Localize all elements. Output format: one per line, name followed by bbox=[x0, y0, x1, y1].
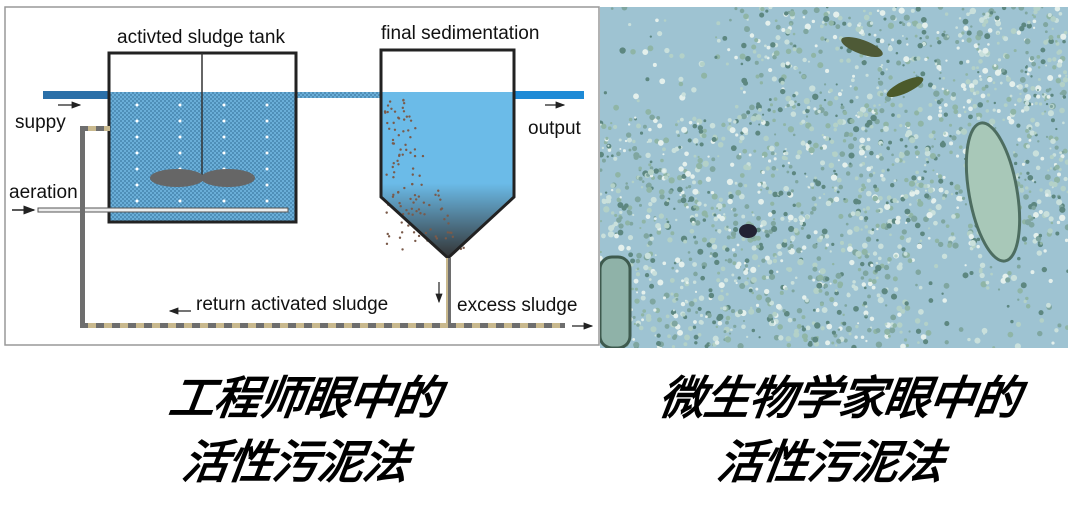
sedimentation-water bbox=[381, 92, 514, 258]
caption-line: 工程师眼中的 bbox=[165, 371, 444, 425]
sludge-outlet-pipe bbox=[446, 258, 451, 328]
settling-particles bbox=[383, 98, 465, 251]
caption-line: 微生物学家眼中的 bbox=[655, 371, 1024, 425]
microbiologist-caption: 微生物学家眼中的 活性污泥法 bbox=[591, 366, 1079, 494]
protozoan-cell bbox=[964, 121, 1022, 263]
output-label: output bbox=[528, 118, 582, 139]
mixer-blade bbox=[201, 169, 255, 187]
sedimentation-label: final sedimentation bbox=[381, 23, 539, 44]
aeration-label: aeration bbox=[9, 182, 78, 203]
connecting-pipe bbox=[296, 92, 382, 98]
tank-label: activted sludge tank bbox=[117, 27, 285, 48]
aeration-pipe bbox=[37, 207, 289, 213]
output-pipe bbox=[514, 91, 584, 99]
mixer-blade bbox=[150, 169, 204, 187]
sedimentation-tank bbox=[379, 48, 516, 261]
supply-pipe bbox=[43, 91, 109, 99]
caption-line: 活性污泥法 bbox=[179, 435, 412, 489]
supply-label: suppy bbox=[15, 112, 66, 133]
return-sludge-pipe bbox=[80, 323, 565, 328]
return-sludge-label: return activated sludge bbox=[196, 294, 388, 315]
activated-sludge-process-diagram: activted sludge tank final sedimentation… bbox=[4, 6, 600, 346]
caption-line: 活性污泥法 bbox=[714, 435, 947, 489]
return-sludge-pipe-inlet bbox=[80, 126, 110, 131]
excess-sludge-label: excess sludge bbox=[457, 295, 577, 316]
return-sludge-pipe-vertical bbox=[80, 126, 85, 328]
engineer-caption: 工程师眼中的 活性污泥法 bbox=[71, 366, 529, 494]
microscope-photo bbox=[600, 7, 1068, 348]
